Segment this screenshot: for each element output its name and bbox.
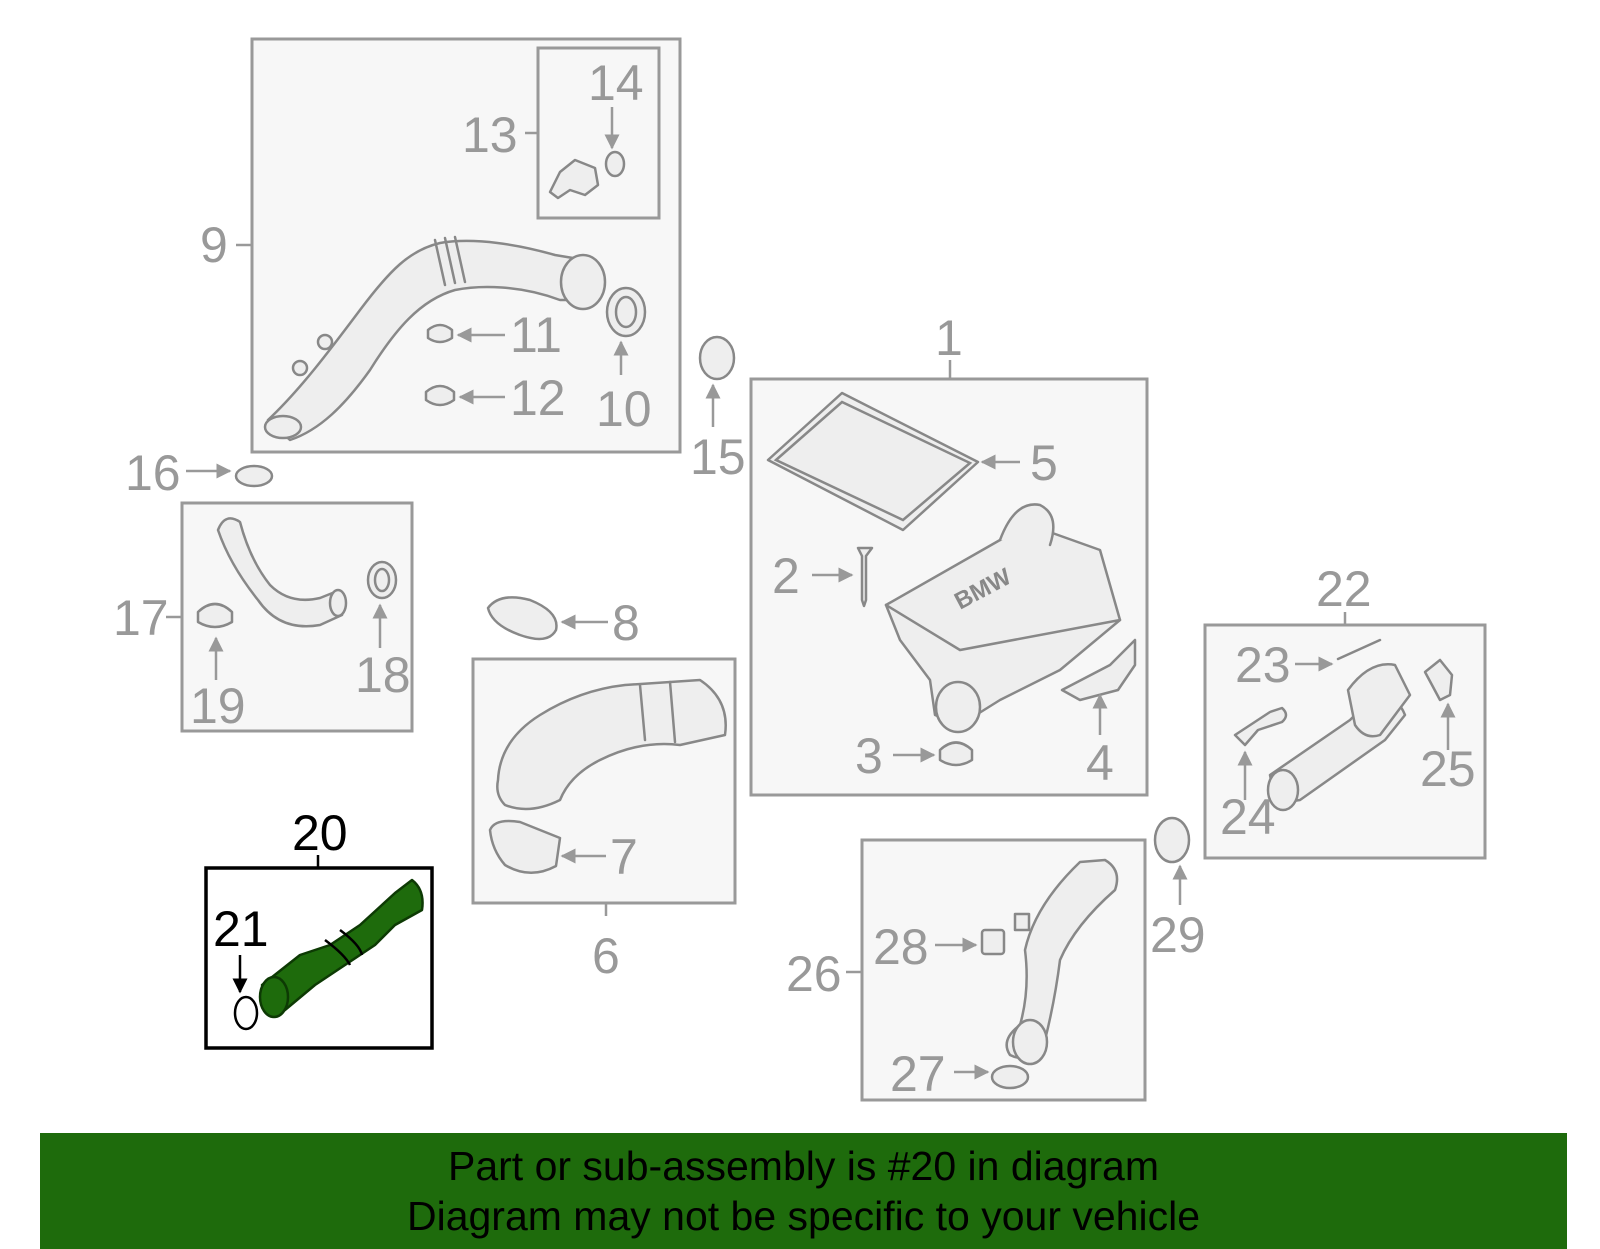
group-17-duct[interactable]: 17 18 19 — [113, 501, 414, 734]
group-9-intake-pipe[interactable]: 9 13 14 11 12 10 — [200, 37, 682, 454]
part-8-cover[interactable]: 8 — [486, 595, 640, 651]
intake-boot-20-end — [258, 975, 290, 1019]
callout-21: 21 — [213, 901, 269, 957]
parts-diagram: 9 13 14 11 12 10 15 1 5 2 BMW 4 — [113, 37, 1487, 1102]
callout-13: 13 — [462, 107, 518, 163]
callout-18: 18 — [355, 647, 411, 703]
pipe-boss — [291, 359, 309, 377]
housing-seam — [884, 603, 1122, 652]
duct-22-end — [1266, 768, 1300, 812]
screw-2-shape — [856, 546, 874, 608]
duct-26-tab — [1013, 912, 1031, 932]
air-filter-5-inner — [773, 400, 973, 522]
pipe-boss — [316, 333, 334, 351]
bracket-24-shape — [1233, 706, 1288, 747]
resonator-22-shape — [1346, 663, 1412, 738]
callout-15: 15 — [690, 429, 746, 485]
callout-1: 1 — [935, 310, 963, 366]
callout-17: 17 — [113, 590, 169, 646]
callout-4: 4 — [1086, 735, 1114, 791]
part-29-clamp[interactable]: 29 — [1150, 816, 1206, 963]
pipe-outlet-shape — [559, 253, 607, 311]
group-1-air-cleaner[interactable]: 1 5 2 BMW 4 3 — [749, 310, 1149, 797]
air-filter-5-shape — [766, 391, 980, 532]
callout-22: 22 — [1316, 561, 1372, 617]
seal-18-inner — [373, 567, 391, 593]
banner-line-2: Diagram may not be specific to your vehi… — [406, 1193, 1200, 1239]
pipe-end-shape — [263, 414, 303, 440]
grommet-3-shape — [938, 741, 974, 767]
pipe-ribs — [433, 235, 467, 287]
callout-12: 12 — [510, 370, 566, 426]
grommet-12-shape — [424, 384, 456, 407]
grommet-19-shape — [196, 602, 234, 629]
part-16-clamp[interactable]: 16 — [125, 445, 274, 501]
o-ring-21-shape — [233, 995, 259, 1031]
callout-5: 5 — [1030, 435, 1058, 491]
housing-outlet-shape — [934, 680, 982, 734]
nut-28-shape — [980, 928, 1006, 956]
callout-14: 14 — [588, 55, 644, 111]
callout-8: 8 — [612, 595, 640, 651]
callout-10: 10 — [596, 381, 652, 437]
highlight-banner: Part or sub-assembly is #20 in diagram D… — [40, 1133, 1567, 1249]
clamp-15-shape — [698, 335, 736, 381]
duct-17-end — [328, 588, 348, 618]
callout-6: 6 — [592, 928, 620, 984]
o-ring-27-shape — [990, 1064, 1030, 1090]
intake-boot-20-ribs — [324, 929, 364, 966]
callout-24: 24 — [1220, 789, 1276, 845]
clamp-29-shape — [1153, 816, 1191, 864]
seal-ring-10-inner — [614, 295, 638, 329]
clip-25-shape — [1423, 658, 1454, 702]
callout-3: 3 — [855, 728, 883, 784]
duct-6-shape — [496, 678, 727, 811]
duct-6-ribs — [638, 680, 677, 744]
clamp-16-shape — [234, 464, 274, 488]
group-26-duct[interactable]: 26 28 27 — [786, 838, 1147, 1102]
callout-7: 7 — [610, 829, 638, 885]
gasket-23-shape — [1336, 638, 1382, 661]
duct-17-shape — [216, 517, 344, 628]
callout-2: 2 — [772, 548, 800, 604]
callout-28: 28 — [873, 919, 929, 975]
callout-16: 16 — [125, 445, 181, 501]
callout-25: 25 — [1420, 741, 1476, 797]
callout-11: 11 — [510, 307, 562, 363]
cover-8-shape — [486, 596, 558, 641]
callout-19: 19 — [190, 678, 246, 734]
housing-inlet-shape — [998, 503, 1055, 547]
mass-air-sensor-13-shape — [548, 158, 600, 200]
callout-9: 9 — [200, 217, 228, 273]
group-22-duct[interactable]: 22 23 24 25 — [1203, 561, 1487, 860]
group-20-highlighted[interactable]: 20 21 — [204, 805, 434, 1050]
callout-26: 26 — [786, 946, 842, 1002]
callout-29: 29 — [1150, 907, 1206, 963]
callout-23: 23 — [1235, 637, 1291, 693]
duct-26-end — [1011, 1018, 1049, 1066]
bracket-4-shape — [1060, 638, 1137, 702]
banner-line-1: Part or sub-assembly is #20 in diagram — [448, 1143, 1159, 1189]
flange-7-shape — [488, 819, 562, 874]
o-ring-14-shape — [604, 150, 626, 178]
grommet-11-shape — [426, 323, 454, 344]
part-15-clamp[interactable]: 15 — [690, 335, 746, 485]
group-6-duct[interactable]: 7 6 — [471, 657, 737, 984]
callout-27: 27 — [890, 1046, 946, 1102]
callout-20: 20 — [292, 805, 348, 861]
